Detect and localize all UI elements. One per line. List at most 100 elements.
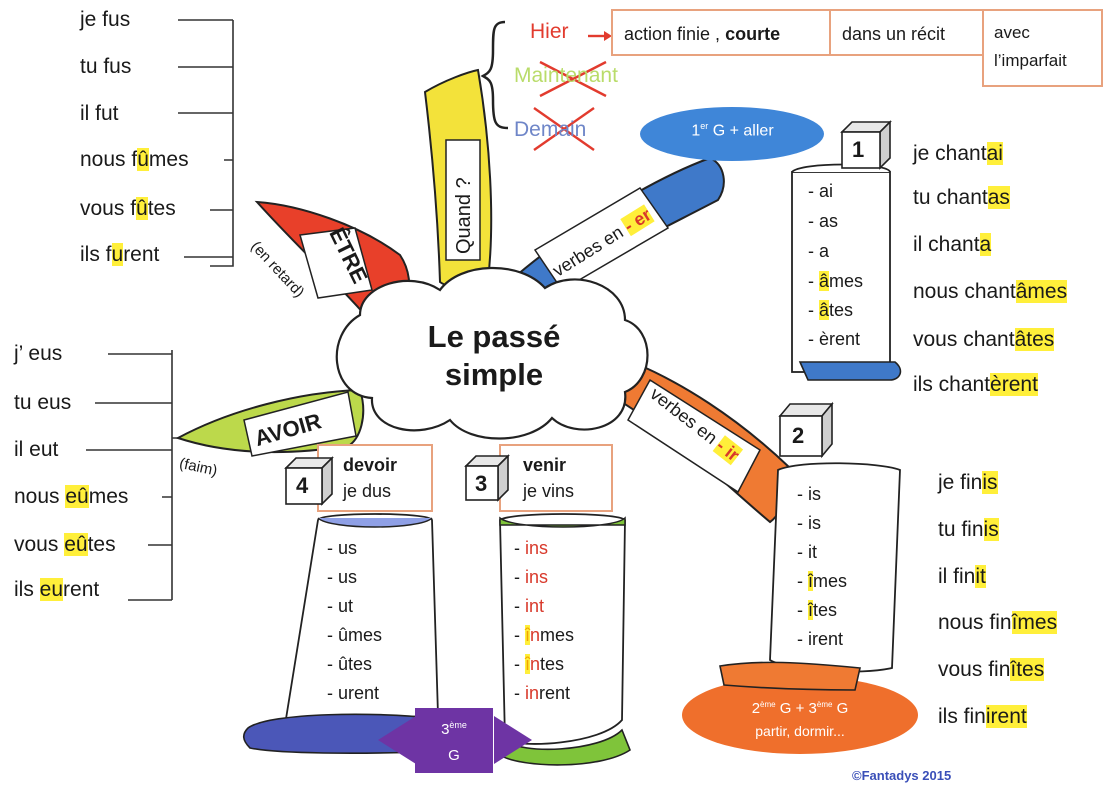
group2-ending: - it [797, 541, 817, 563]
cube-2-number: 2 [792, 423, 805, 448]
etre-form-stem: vous f [80, 197, 137, 220]
etre-form-stem: ils f [80, 243, 112, 266]
group1-form: vous chantâtes [913, 328, 1055, 352]
cube-2 [778, 401, 834, 459]
avoir-form: vous eûtes [14, 533, 116, 557]
group2-ending-highlight: î [808, 600, 814, 620]
cube-1-number: 1 [852, 137, 865, 162]
group1-form-stem: il chant [913, 233, 980, 256]
etre-form-stem: tu fus [80, 55, 132, 78]
maintenant-label: Maintenant [514, 64, 618, 87]
group2-scroll [719, 462, 901, 691]
group2-ending-text: tes [813, 600, 838, 620]
maintenant-cross [539, 60, 607, 98]
group1-ending: - ai [808, 180, 833, 202]
group2-ending-text: - is [797, 484, 821, 504]
venir-ending-stem: ins [525, 567, 549, 587]
etre-bracket [178, 19, 234, 267]
cube-3 [464, 454, 510, 502]
group2-ending-highlight: î [808, 571, 814, 591]
cube-1 [840, 120, 892, 170]
group2-ending-text: - is [797, 513, 821, 533]
group1-form: je chantai [913, 142, 1003, 166]
group1-form-stem: ils chant [913, 373, 991, 396]
etre-form: nous fûmes [80, 148, 189, 172]
venir-ending-stem: in [525, 683, 540, 703]
avoir-form: ils eurent [14, 578, 99, 602]
group1-form-ending: a [979, 233, 992, 256]
group1-ending-text: - èrent [808, 329, 861, 349]
avoir-form-stem: ils [14, 578, 40, 601]
group1-form-stem: nous chant [913, 280, 1016, 303]
group1-ending: - as [808, 210, 838, 232]
group1-ending-text: - as [808, 211, 839, 231]
avoir-form-ending: tes [87, 533, 116, 556]
devoir-ending: - us [327, 567, 358, 587]
group2-form-ending: îtes [1010, 658, 1045, 681]
group2-form-stem: je fin [938, 471, 983, 494]
venir-scroll [499, 513, 631, 766]
quand-brace [480, 20, 509, 130]
group1-bubble [640, 107, 824, 161]
group2-ending: - îtes [797, 600, 838, 620]
etre-form-highlight: û [137, 148, 149, 171]
third-group-arrow [378, 708, 532, 773]
avoir-form: tu eus [14, 391, 71, 415]
group2-form-stem: ils fin [938, 705, 986, 728]
avoir-form-stem: vous [14, 533, 65, 556]
group2-form: tu finis [938, 518, 999, 542]
group1-form-ending: as [987, 186, 1010, 209]
venir-ending: - înmes [514, 625, 575, 645]
venir-ending: - inrent [514, 683, 571, 703]
hier-label: Hier [530, 20, 569, 43]
etre-form-ending: mes [148, 148, 189, 171]
usage-recit: dans un récit [842, 24, 946, 44]
venir-ending-accent: î [525, 654, 531, 674]
avoir-form-stem: nous [14, 485, 66, 508]
avoir-form-ending: mes [88, 485, 129, 508]
group2-form-stem: il fin [938, 565, 976, 588]
demain-cross [533, 107, 595, 151]
venir-ending-stem: n [530, 625, 541, 645]
group2-form-ending: irent [985, 705, 1027, 728]
venir-ending: - int [514, 596, 545, 616]
etre-form-highlight: û [136, 197, 148, 220]
devoir-box [317, 444, 433, 512]
group2-form-stem: nous fin [938, 611, 1012, 634]
group1-form-ending: âtes [1014, 328, 1055, 351]
group2-label-patch [627, 378, 761, 494]
group1-ending: - âtes [808, 300, 854, 320]
group2-bubble-text: 2ème G + 3ème G partir, dormir... [751, 700, 849, 739]
devoir-ending: - us [327, 538, 358, 558]
etre-form-highlight: u [111, 243, 124, 266]
etre-form: vous fûtes [80, 197, 176, 221]
group2-form-stem: vous fin [938, 658, 1011, 681]
group1-form: il chanta [913, 233, 992, 257]
cube-4-number: 4 [296, 473, 309, 498]
etre-form-stem: je fus [80, 8, 131, 31]
avoir-bracket [86, 350, 178, 601]
group2-form: je finis [938, 471, 998, 495]
cube-4 [284, 456, 334, 506]
avoir-form-stem: j’ eus [14, 342, 63, 365]
cube-3-number: 3 [475, 471, 488, 496]
hier-arrow [588, 31, 612, 41]
group1-form-stem: je chant [913, 142, 987, 165]
venir-ending-accent: î [525, 625, 531, 645]
etre-form: tu fus [80, 55, 131, 79]
group2-ending: - irent [797, 628, 843, 650]
avoir-label-patch [243, 391, 357, 457]
group1-ending: - èrent [808, 328, 860, 350]
devoir-ending: - ûmes [327, 625, 383, 645]
etre-form-stem: nous f [80, 148, 138, 171]
venir-ending-tail: tes [540, 654, 565, 674]
etre-form-ending: rent [123, 243, 160, 266]
avoir-form-highlight: eû [65, 485, 89, 508]
group1-form-ending: âmes [1015, 280, 1068, 303]
group2-ending-text: mes [813, 571, 848, 591]
group1-ending-text: tes [829, 300, 854, 320]
